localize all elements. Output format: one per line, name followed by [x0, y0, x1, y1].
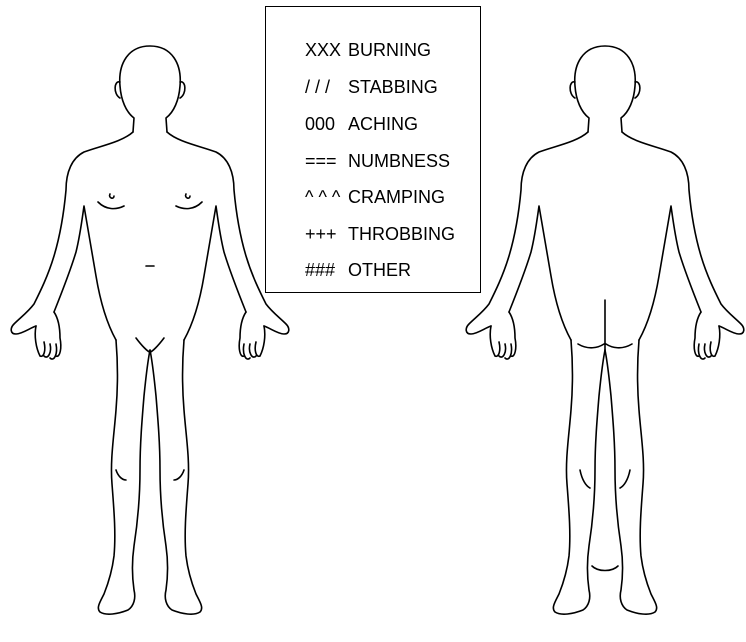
front-left-leg [98, 340, 150, 614]
front-right-inner-arm [184, 206, 246, 340]
legend-label: OTHER [348, 260, 411, 280]
front-right-nipple [186, 194, 190, 198]
back-right-leg [605, 340, 657, 614]
front-left-inner-arm [54, 206, 116, 340]
back-right-inner-arm [639, 206, 701, 340]
back-right-side [622, 132, 744, 334]
legend-item-stabbing: / / /STABBING [285, 57, 438, 77]
legend-item-cramping: ^ ^ ^CRAMPING [285, 167, 445, 187]
back-left-leg [553, 340, 605, 614]
back-calves [580, 470, 630, 488]
front-head [120, 46, 181, 132]
back-head [575, 46, 636, 132]
front-body-outline [11, 46, 289, 614]
back-right-hand [694, 312, 720, 359]
legend-item-numbness: ===NUMBNESS [285, 131, 450, 151]
back-left-hand [490, 312, 516, 359]
back-left-inner-arm [509, 206, 571, 340]
back-body-outline [466, 46, 744, 614]
front-left-nipple [110, 194, 114, 198]
back-gluteal-fold [578, 300, 632, 350]
legend-item-throbbing: +++THROBBING [285, 204, 455, 224]
front-knees [116, 470, 184, 480]
front-right-hand [239, 312, 265, 359]
front-right-leg [150, 340, 202, 614]
front-chest-line [98, 202, 202, 209]
legend-item-other: ###OTHER [285, 240, 411, 260]
back-ankles [592, 566, 618, 571]
front-left-side [11, 132, 133, 334]
legend-symbol: ### [305, 260, 348, 280]
front-left-hand [35, 312, 61, 359]
back-left-side [466, 132, 588, 334]
